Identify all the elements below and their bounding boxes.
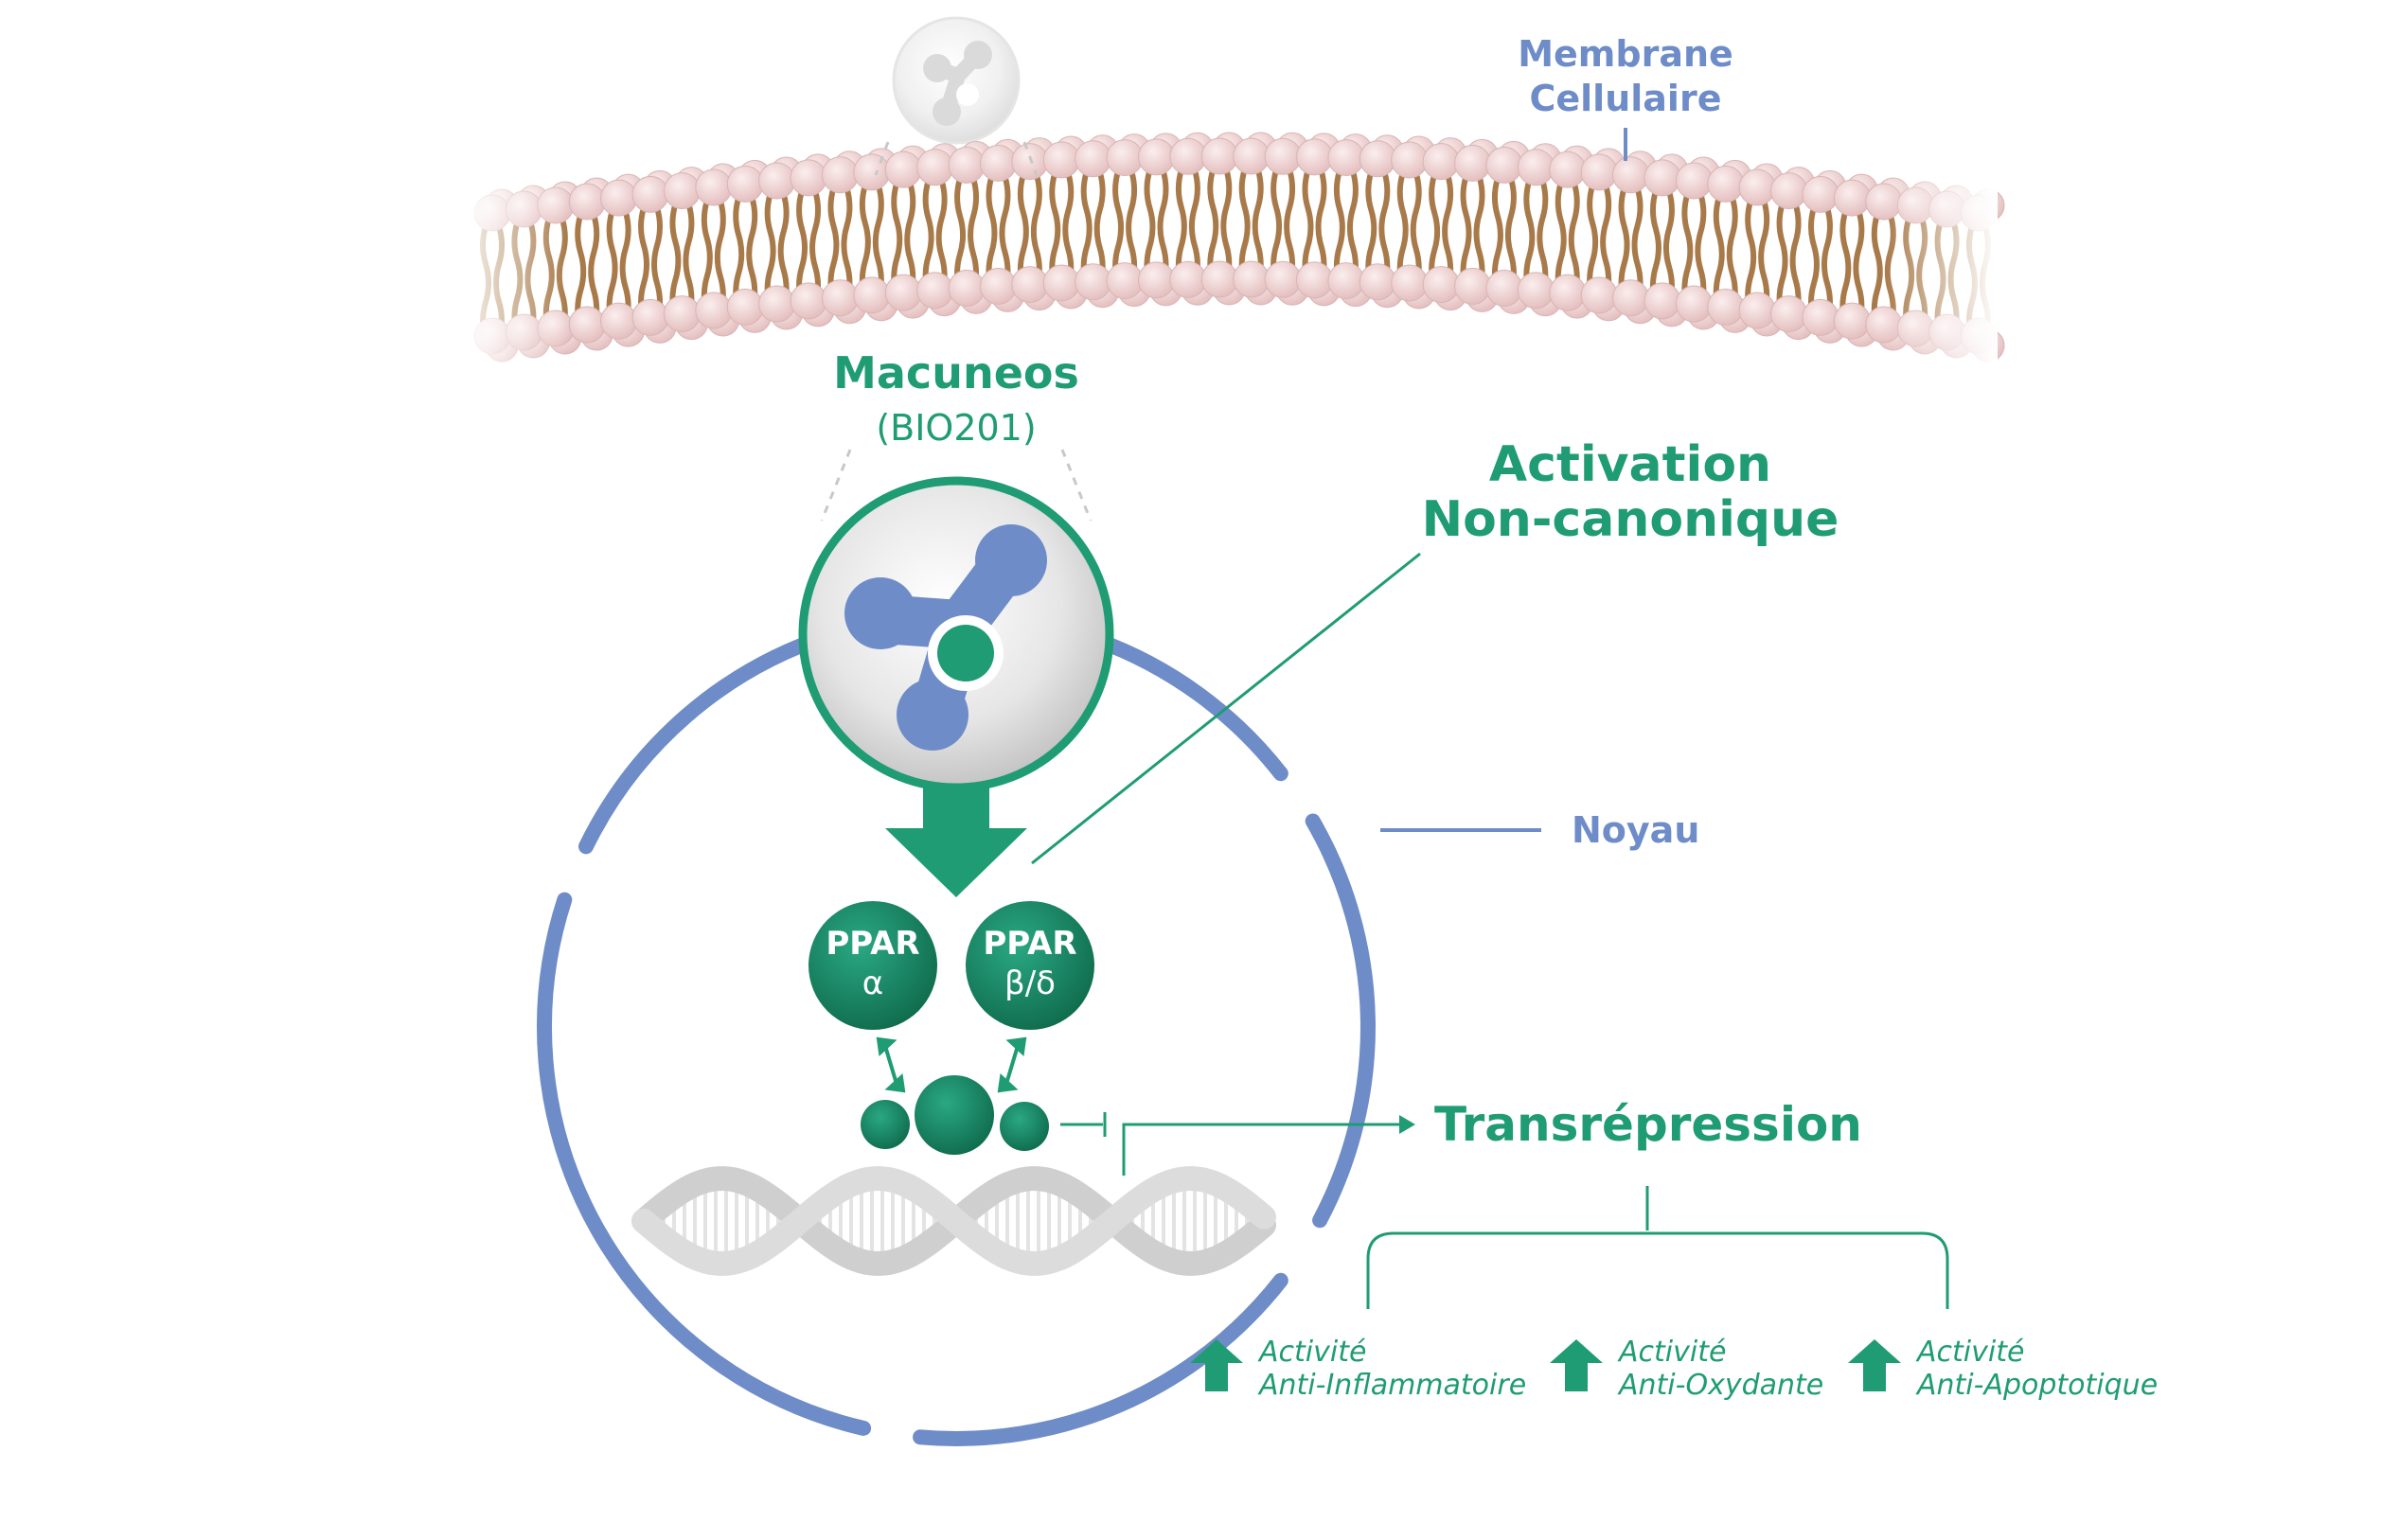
- membrane-label-line1: Membrane: [1518, 33, 1733, 75]
- compound-name: Macuneos: [833, 347, 1079, 398]
- effect-line2: Anti-Inflammatoire: [1257, 1369, 1526, 1402]
- activation-down-arrow: [885, 786, 1027, 897]
- activation-label-line1: Activation: [1489, 436, 1771, 493]
- nucleus-label: Noyau: [1572, 809, 1699, 851]
- molecule-small-icon: [892, 16, 1021, 145]
- activation-label-line2: Non-canonique: [1422, 491, 1839, 548]
- compound-code: (BIO201): [876, 407, 1036, 449]
- effect-line1: Activité: [1617, 1336, 1726, 1369]
- dna-helix: [631, 1166, 1276, 1276]
- zoom-dashed-line-lower-left: [820, 449, 852, 522]
- interaction-arrows: [876, 1036, 1027, 1093]
- cofactor-complex: [861, 1075, 1049, 1155]
- cell-membrane-bilayer: [454, 132, 2005, 388]
- effects-list: ActivitéAnti-InflammatoireActivitéAnti-O…: [1190, 1336, 2158, 1402]
- molecule-large-icon: [798, 476, 1114, 792]
- up-arrow-icon: [1190, 1339, 1243, 1391]
- activation-pointer-line: [1031, 552, 1421, 865]
- zoom-dashed-line-right: [1022, 141, 1039, 176]
- membrane-label-line2: Cellulaire: [1530, 78, 1722, 119]
- transrepression-connector: [1060, 1112, 1399, 1176]
- svg-text:PPAR: PPAR: [983, 925, 1076, 963]
- svg-text:β/δ: β/δ: [1004, 965, 1056, 1002]
- svg-text:α: α: [862, 965, 883, 1002]
- effect-line1: Activité: [1257, 1336, 1366, 1369]
- zoom-dashed-line-lower-right: [1060, 449, 1093, 522]
- ppar-alpha-sphere: PPAR α: [808, 901, 937, 1030]
- effect-line2: Anti-Apoptotique: [1915, 1369, 2158, 1402]
- transrepression-label: Transrépression: [1434, 1097, 1862, 1152]
- ppar-beta-delta-sphere: PPAR β/δ: [966, 901, 1094, 1030]
- zoom-dashed-line-left: [874, 141, 890, 176]
- effect-line1: Activité: [1915, 1336, 2024, 1369]
- up-arrow-icon: [1550, 1339, 1603, 1391]
- up-arrow-icon: [1848, 1339, 1901, 1391]
- svg-text:PPAR: PPAR: [826, 925, 919, 963]
- nucleus-envelope: [536, 628, 1376, 1446]
- transrepression-arrowhead: [1399, 1115, 1415, 1134]
- effect-line2: Anti-Oxydante: [1617, 1369, 1823, 1402]
- effects-brace: [1366, 1186, 1949, 1309]
